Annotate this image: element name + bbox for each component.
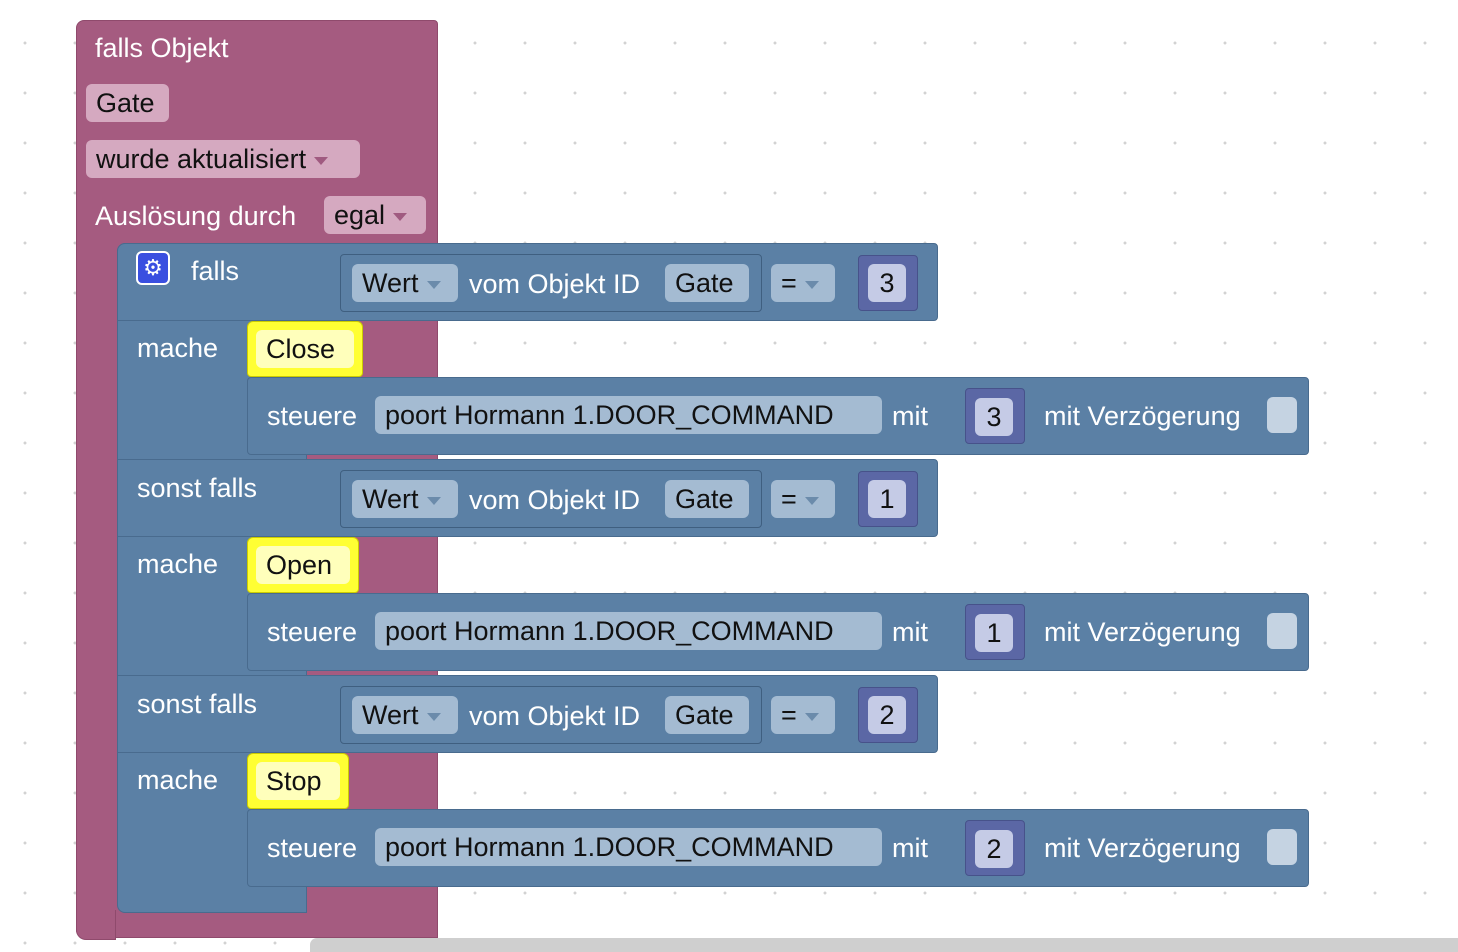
- value-number-text: 2: [986, 834, 1002, 864]
- operator-dropdown-3[interactable]: =: [771, 696, 835, 734]
- wert-dropdown-3[interactable]: Wert: [352, 696, 458, 734]
- comment-text-2: Open: [256, 546, 350, 584]
- target-text: poort Hormann 1.DOOR_COMMAND: [385, 616, 834, 646]
- wert-dropdown-1[interactable]: Wert: [352, 264, 458, 302]
- comment-block-3[interactable]: Stop: [247, 753, 349, 809]
- event-condition-text: wurde aktualisiert: [96, 144, 307, 174]
- comment-text-1: Close: [256, 330, 354, 368]
- event-trigger-text: egal: [334, 200, 386, 230]
- horizontal-scrollbar[interactable]: [310, 938, 1458, 952]
- delay-checkbox-3[interactable]: [1267, 829, 1297, 865]
- object-text: Gate: [675, 700, 734, 730]
- event-trigger-dropdown[interactable]: egal: [324, 196, 426, 234]
- object-id-label-3: vom Objekt ID: [469, 701, 641, 731]
- compare-number-2[interactable]: 1: [868, 480, 906, 518]
- value-number-3[interactable]: 2: [975, 830, 1013, 868]
- object-field-1[interactable]: Gate: [665, 264, 749, 302]
- delay-checkbox-1[interactable]: [1267, 397, 1297, 433]
- steuere-label-3: steuere: [267, 833, 358, 863]
- operator-text: =: [781, 700, 797, 730]
- comment-text-3: Stop: [256, 762, 340, 800]
- operator-text: =: [781, 484, 797, 514]
- event-trigger-label: Auslösung durch: [95, 201, 297, 231]
- compare-number-1[interactable]: 3: [868, 264, 906, 302]
- gear-icon[interactable]: ⚙: [136, 251, 170, 285]
- event-object-text: Gate: [96, 88, 155, 118]
- value-number-text: 1: [986, 618, 1002, 648]
- compare-number-text: 2: [879, 700, 895, 730]
- event-title: falls Objekt: [95, 33, 229, 63]
- operator-dropdown-1[interactable]: =: [771, 264, 835, 302]
- delay-label-3: mit Verzögerung: [1044, 833, 1241, 863]
- target-text: poort Hormann 1.DOOR_COMMAND: [385, 400, 834, 430]
- dropdown-arrow-icon: [426, 280, 441, 289]
- wert-text: Wert: [362, 484, 419, 514]
- mit-label-3: mit: [892, 833, 928, 863]
- wert-text: Wert: [362, 700, 419, 730]
- dropdown-arrow-icon: [804, 712, 819, 721]
- wert-text: Wert: [362, 268, 419, 298]
- object-field-2[interactable]: Gate: [665, 480, 749, 518]
- wert-dropdown-2[interactable]: Wert: [352, 480, 458, 518]
- delay-label-2: mit Verzögerung: [1044, 617, 1241, 647]
- object-text: Gate: [675, 268, 734, 298]
- object-id-label-1: vom Objekt ID: [469, 269, 641, 299]
- dropdown-arrow-icon: [804, 280, 819, 289]
- compare-number-3[interactable]: 2: [868, 696, 906, 734]
- sonst-falls-label-2: sonst falls: [137, 689, 258, 719]
- delay-label-1: mit Verzögerung: [1044, 401, 1241, 431]
- event-object-field[interactable]: Gate: [86, 84, 169, 122]
- compare-number-text: 3: [879, 268, 895, 298]
- operator-dropdown-2[interactable]: =: [771, 480, 835, 518]
- steuere-label-1: steuere: [267, 401, 358, 431]
- target-field-2[interactable]: poort Hormann 1.DOOR_COMMAND: [375, 612, 882, 650]
- comment-block-2[interactable]: Open: [247, 537, 359, 593]
- object-field-3[interactable]: Gate: [665, 696, 749, 734]
- event-block-bottom-cap: [76, 910, 116, 940]
- object-id-label-2: vom Objekt ID: [469, 485, 641, 515]
- comment-block-1[interactable]: Close: [247, 321, 363, 377]
- mache-label-1: mache: [137, 333, 219, 363]
- dropdown-arrow-icon: [314, 156, 329, 165]
- compare-number-text: 1: [879, 484, 895, 514]
- mit-label-2: mit: [892, 617, 928, 647]
- if-falls-label: falls: [191, 256, 240, 286]
- event-condition-dropdown[interactable]: wurde aktualisiert: [86, 140, 360, 178]
- delay-checkbox-2[interactable]: [1267, 613, 1297, 649]
- target-field-3[interactable]: poort Hormann 1.DOOR_COMMAND: [375, 828, 882, 866]
- dropdown-arrow-icon: [426, 712, 441, 721]
- steuere-label-2: steuere: [267, 617, 358, 647]
- operator-text: =: [781, 268, 797, 298]
- target-field-1[interactable]: poort Hormann 1.DOOR_COMMAND: [375, 396, 882, 434]
- target-text: poort Hormann 1.DOOR_COMMAND: [385, 832, 834, 862]
- dropdown-arrow-icon: [393, 212, 408, 221]
- value-number-1[interactable]: 3: [975, 398, 1013, 436]
- dropdown-arrow-icon: [804, 496, 819, 505]
- mit-label-1: mit: [892, 401, 928, 431]
- object-text: Gate: [675, 484, 734, 514]
- mache-label-2: mache: [137, 549, 219, 579]
- mache-label-3: mache: [137, 765, 219, 795]
- sonst-falls-label-1: sonst falls: [137, 473, 258, 503]
- value-number-2[interactable]: 1: [975, 614, 1013, 652]
- value-number-text: 3: [986, 402, 1002, 432]
- dropdown-arrow-icon: [426, 496, 441, 505]
